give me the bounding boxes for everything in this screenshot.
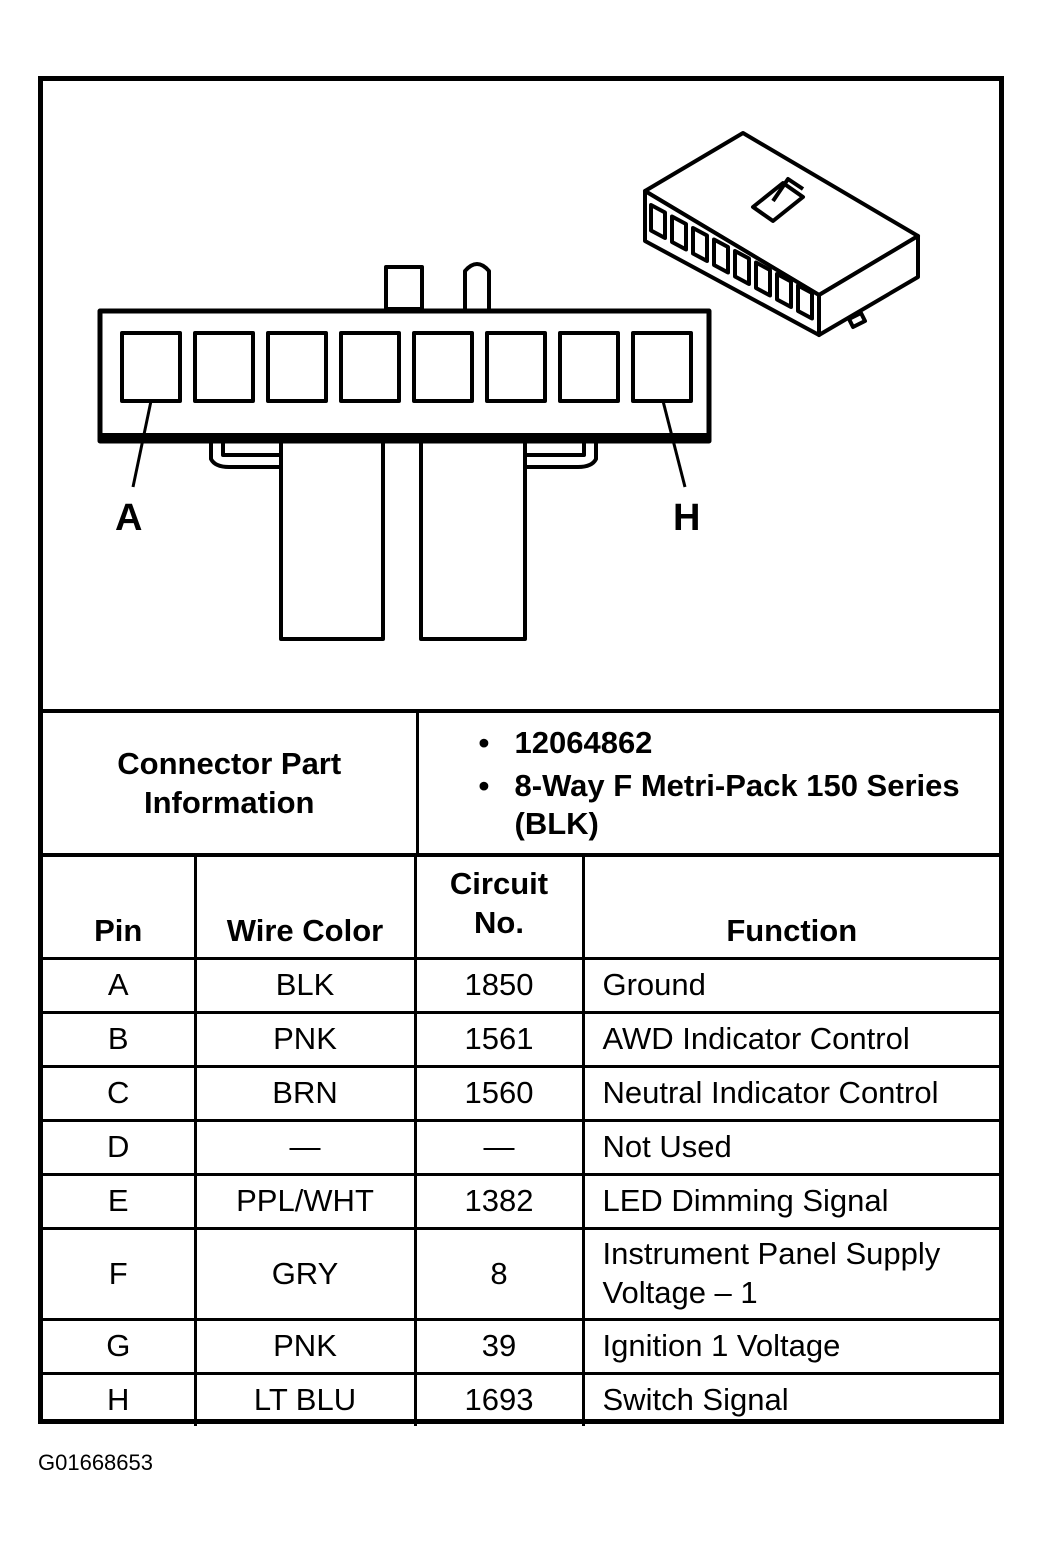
connector-isometric-view xyxy=(643,131,920,337)
header-pin: Pin xyxy=(43,853,197,960)
connector-info-row: Connector Part Information •12064862 •8-… xyxy=(43,709,1000,855)
rear-clip-right xyxy=(523,443,598,469)
circuit-no-cell: — xyxy=(413,1119,585,1176)
isometric-cavity xyxy=(775,272,793,309)
wire-color-cell: — xyxy=(193,1119,417,1176)
wire-color-cell: GRY xyxy=(193,1227,417,1321)
connector-description: •8-Way F Metri-Pack 150 Series (BLK) xyxy=(478,767,960,842)
wire-harness-right xyxy=(419,439,527,641)
pin-cell: H xyxy=(43,1372,197,1426)
bullet-icon: • xyxy=(478,767,490,803)
diagram-frame: A H Connector Part Information •12064862… xyxy=(38,76,1004,1426)
isometric-cavities xyxy=(649,203,814,321)
connector-cavity xyxy=(485,331,547,403)
connector-pinout-table: Connector Part Information •12064862 •8-… xyxy=(43,709,999,855)
wire-harness-left xyxy=(279,439,385,641)
table-row: D——Not Used xyxy=(43,1119,999,1176)
header-function: Function xyxy=(581,853,999,960)
connector-cavity xyxy=(631,331,693,403)
circuit-no-cell: 1561 xyxy=(413,1011,585,1068)
function-cell: Ground xyxy=(581,957,999,1014)
pin-cell: F xyxy=(43,1227,197,1321)
connector-drawing xyxy=(97,131,920,641)
connector-drawing-area: A H xyxy=(43,81,999,709)
pin-label-a: A xyxy=(115,497,143,539)
function-cell: Ignition 1 Voltage xyxy=(581,1318,999,1375)
isometric-cavity xyxy=(796,283,814,321)
pin-cell: E xyxy=(43,1173,197,1230)
connector-info-values: •12064862 •8-Way F Metri-Pack 150 Series… xyxy=(415,709,1000,855)
wire-color-cell: PNK xyxy=(193,1318,417,1375)
pin-cell: C xyxy=(43,1065,197,1122)
rear-clip-left xyxy=(209,443,283,469)
function-cell: AWD Indicator Control xyxy=(581,1011,999,1068)
bullet-icon: • xyxy=(478,724,490,760)
pin-cell: A xyxy=(43,957,197,1014)
pin-label-h: H xyxy=(673,497,701,539)
isometric-cavity xyxy=(691,226,709,263)
connector-cavity xyxy=(558,331,620,403)
function-cell: LED Dimming Signal xyxy=(581,1173,999,1230)
figure-id: G01668653 xyxy=(38,1450,153,1475)
function-cell: Not Used xyxy=(581,1119,999,1176)
circuit-no-cell: 1560 xyxy=(413,1065,585,1122)
connector-part-number: •12064862 xyxy=(479,724,1000,763)
pin-h-leader-line xyxy=(661,400,687,488)
pin-cell: G xyxy=(43,1318,197,1375)
pin-cell: B xyxy=(43,1011,197,1068)
function-cell: Neutral Indicator Control xyxy=(581,1065,999,1122)
circuit-no-cell: 39 xyxy=(413,1318,585,1375)
pin-table-header: Pin Wire Color Circuit No. Function xyxy=(43,853,999,960)
connector-cavity xyxy=(339,331,401,403)
connector-lock-tab xyxy=(384,265,424,311)
connector-cavity xyxy=(120,331,182,403)
connector-cavity xyxy=(266,331,328,403)
connector-cavity xyxy=(193,331,255,403)
pin-cell: D xyxy=(43,1119,197,1176)
wire-color-cell: PNK xyxy=(193,1011,417,1068)
circuit-no-cell: 1382 xyxy=(413,1173,585,1230)
header-circuit-no: Circuit No. xyxy=(413,853,585,960)
wire-color-cell: BRN xyxy=(193,1065,417,1122)
wire-color-cell: LT BLU xyxy=(193,1372,417,1426)
header-wire-color: Wire Color xyxy=(193,853,417,960)
isometric-cavity xyxy=(670,214,688,252)
circuit-no-cell: 1693 xyxy=(413,1372,585,1426)
connector-cavities xyxy=(120,331,693,403)
function-cell: Instrument Panel Supply Voltage – 1 xyxy=(581,1227,999,1321)
connector-cavity xyxy=(412,331,474,403)
function-cell: Switch Signal xyxy=(581,1372,999,1426)
isometric-cavity xyxy=(754,260,772,298)
isometric-cavity xyxy=(712,237,730,275)
circuit-no-cell: 8 xyxy=(413,1227,585,1321)
wire-color-cell: PPL/WHT xyxy=(193,1173,417,1230)
circuit-no-cell: 1850 xyxy=(413,957,585,1014)
pin-a-leader-line xyxy=(131,400,153,488)
isometric-cavity xyxy=(733,249,751,286)
connector-key xyxy=(463,262,491,311)
connector-info-label: Connector Part Information xyxy=(43,709,419,855)
isometric-cavity xyxy=(649,203,667,240)
wire-color-cell: BLK xyxy=(193,957,417,1014)
